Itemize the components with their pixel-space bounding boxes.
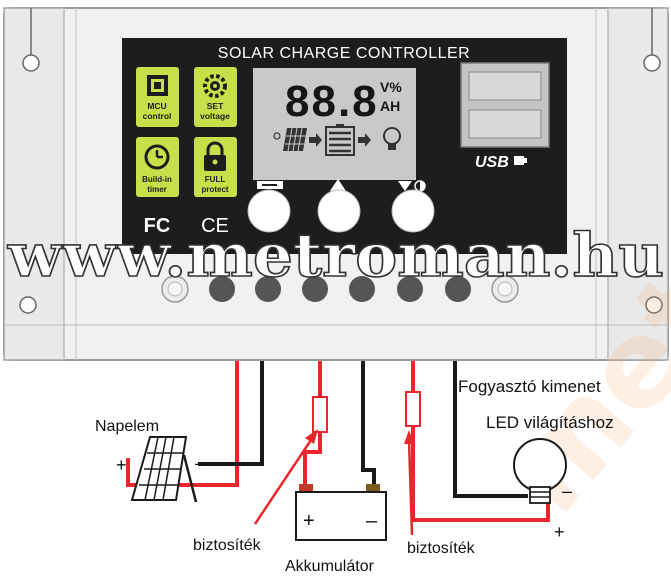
solar-positive-wire [126,361,239,487]
usb-port-bottom [468,109,542,139]
battery-minus-sign: – [366,510,378,532]
battery-icon [325,124,355,156]
feature-set-voltage: SET voltage [194,67,237,127]
mount-hole-top-left [22,54,40,72]
mount-hole-top-right [643,54,661,72]
solar-panel-icon [283,127,307,152]
lcd-unit-bottom: AH [380,98,400,114]
svg-text:protect: protect [201,185,228,194]
svg-text:SET: SET [207,101,224,111]
svg-text:control: control [143,111,172,121]
fuse-pointer-right [404,430,414,536]
bulb-icon [383,127,401,150]
solar-panel-label: Napelem [95,418,159,435]
terminal-screw [445,276,471,302]
terminal-screw [397,276,423,302]
panel-title: SOLAR CHARGE CONTROLLER [218,45,470,62]
terminal-screw [209,276,235,302]
down-button[interactable] [391,180,435,233]
usb-plug-icon [514,156,524,165]
solar-negative-wire [198,361,264,466]
lock-icon [204,141,226,171]
feature-full-protect: FULL protect [194,137,237,197]
wiring [126,361,550,522]
load-output-label-line2: LED világításhoz [486,413,614,432]
solar-panel-module [130,436,198,503]
fuse-right [405,391,421,427]
battery-label: Akkumulátor [285,558,375,575]
clock-icon [144,144,170,170]
up-button[interactable] [317,179,361,233]
ce-mark: CE [201,215,229,237]
fc-mark: FC [144,215,171,237]
feature-mcu: MCU control [136,67,179,127]
battery-plus-sign: + [303,510,315,532]
battery-negative-wire [361,361,376,484]
usb-label: USB [475,154,509,171]
feature-timer: Build-in timer [136,137,179,197]
watermark-url: www.metroman.hu [7,221,664,291]
lcd-unit-top: V% [380,79,402,95]
load-plus-sign: + [554,522,565,542]
lcd-digits: 88.8 [285,77,379,126]
terminal-row [161,275,519,303]
battery-module [295,484,387,541]
svg-text:MCU: MCU [147,101,166,111]
load-output-label-line1: Fogyasztó kimenet [458,377,601,396]
menu-button[interactable] [247,181,291,233]
arrow-right-icon [358,133,371,147]
usb-ports: USB [460,62,550,171]
svg-text:voltage: voltage [200,111,230,121]
svg-text:Build-in: Build-in [142,175,172,184]
fuse-right-label: biztosíték [407,540,476,557]
terminal-screw [255,276,281,302]
down-arrow-icon [398,181,412,191]
fuse-pointer-left [253,429,318,525]
svg-text:FULL: FULL [205,175,226,184]
fuse-left [312,396,328,433]
arrow-right-icon [309,133,322,147]
terminal-screw [302,276,328,302]
svg-text:timer: timer [147,185,167,194]
solar-minus-sign: – [195,453,205,473]
terminal-screw [349,276,375,302]
solar-plus-sign: + [116,455,127,475]
usb-port-top [468,71,542,101]
mount-hole-bottom-right [645,296,663,314]
load-negative-wire [453,361,528,498]
up-arrow-icon [330,179,346,191]
chip-icon [147,75,168,96]
mount-hole-bottom-left [19,296,37,314]
load-minus-sign: – [562,481,572,501]
fuse-left-label: biztosíték [193,537,262,554]
gear-icon [203,74,227,98]
led-bulb-icon [513,438,567,504]
lcd-display: 88.8 V% AH [253,68,416,180]
